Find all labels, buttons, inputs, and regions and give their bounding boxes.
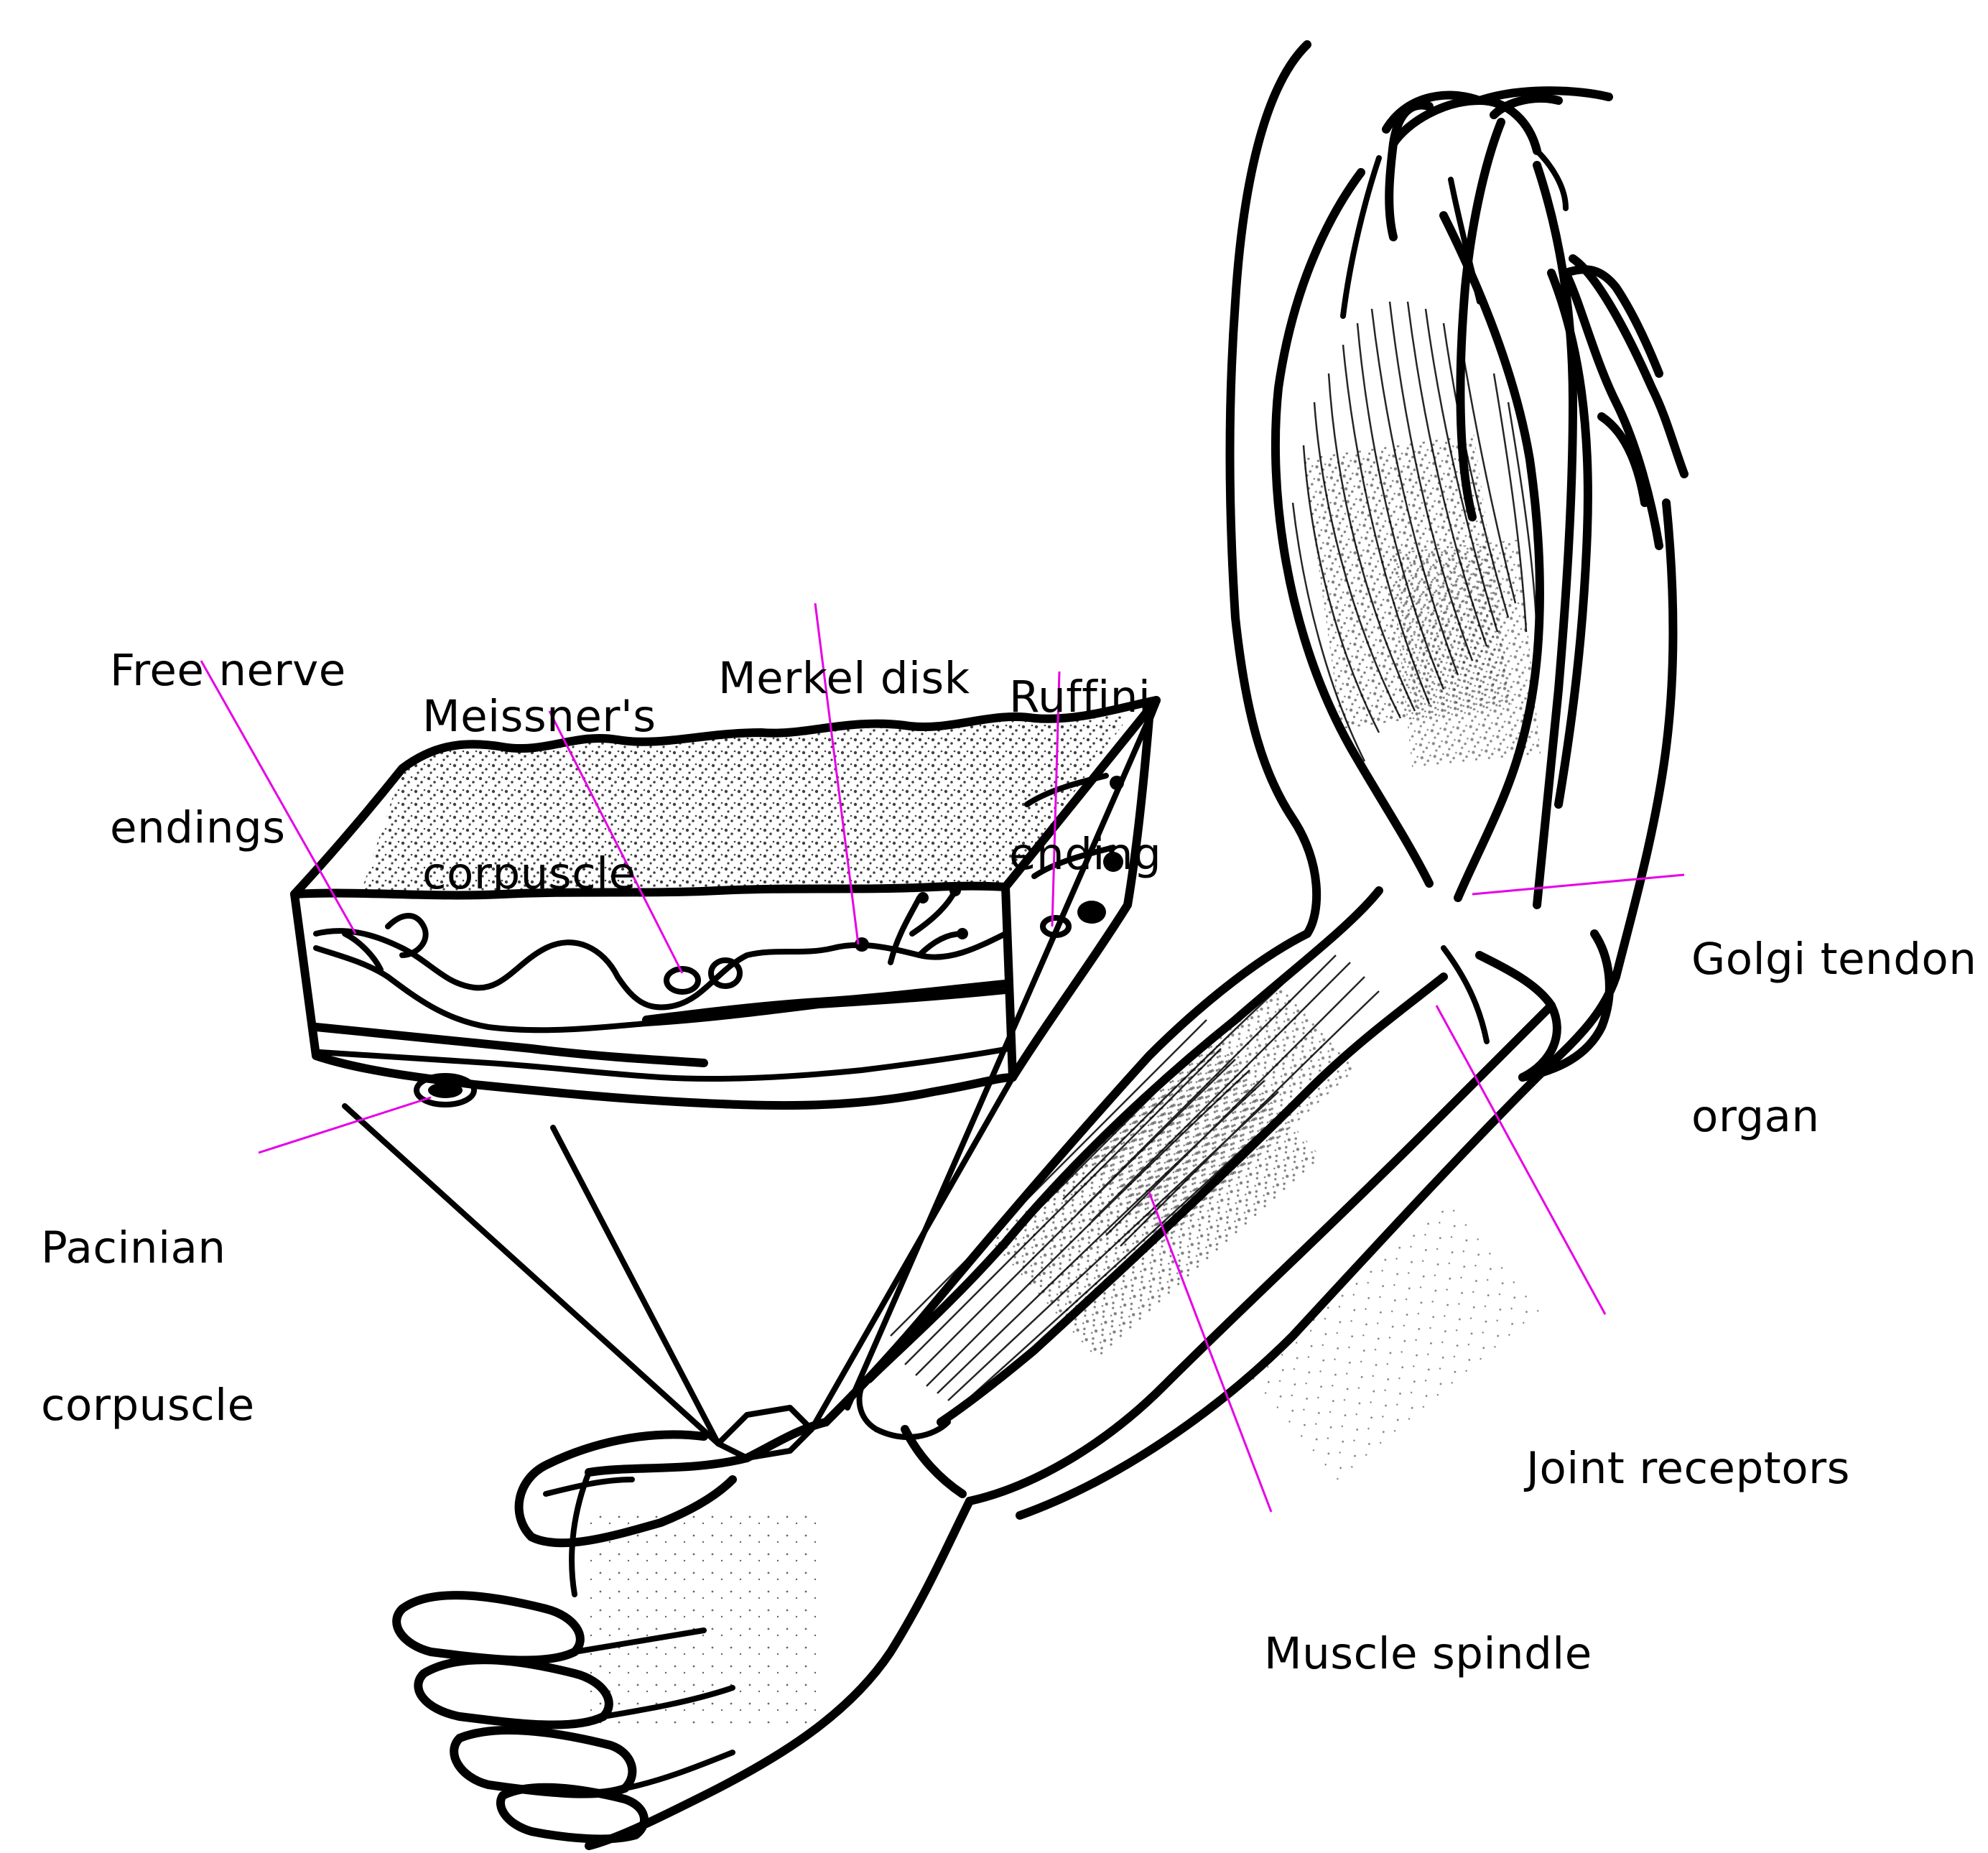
leader-merkel: [814, 603, 860, 945]
label-joint-receptors: Joint receptors: [1526, 1337, 1850, 1547]
leader-spindle: [1148, 1192, 1273, 1513]
label-line: Muscle spindle: [1264, 1628, 1592, 1679]
leader-free-nerve: [200, 660, 357, 934]
label-line: Ruffini: [1009, 672, 1151, 723]
label-pacinian-corpuscle: Pacinian corpuscle: [41, 1117, 255, 1484]
label-line: Meissner's: [422, 691, 656, 742]
label-ruffini-ending: Ruffini ending: [1009, 566, 1161, 933]
leader-lines: [200, 603, 1685, 1513]
label-line: Pacinian: [41, 1222, 226, 1273]
label-line: Free nerve: [110, 645, 346, 696]
label-line: Merkel disk: [718, 653, 970, 704]
leader-pacinian: [258, 1096, 432, 1154]
magnification-lines: [342, 715, 1152, 1446]
label-meissners-corpuscle: Meissner's corpuscle: [422, 585, 656, 952]
hand: [392, 1405, 974, 1850]
label-line: ending: [1009, 829, 1162, 880]
label-merkel-disk: Merkel disk: [718, 547, 970, 757]
leader-joint: [1435, 1005, 1607, 1315]
leader-golgi: [1472, 873, 1685, 896]
upper-arm: [1225, 40, 1689, 1082]
label-muscle-spindle: Muscle spindle: [1264, 1523, 1592, 1732]
forearm: [822, 886, 1620, 1520]
label-line: corpuscle: [422, 848, 636, 899]
label-line: corpuscle: [41, 1380, 255, 1431]
label-line: endings: [110, 802, 286, 853]
label-line: Joint receptors: [1526, 1443, 1850, 1494]
skin-block: [290, 696, 1161, 1110]
leader-meissner: [548, 710, 684, 974]
label-free-nerve-endings: Free nerve endings: [110, 539, 346, 906]
leader-ruffini: [1051, 671, 1061, 927]
label-golgi-tendon-organ: Golgi tendon organ: [1691, 828, 1977, 1195]
label-line: Golgi tendon: [1691, 934, 1977, 985]
label-line: organ: [1691, 1091, 1820, 1142]
